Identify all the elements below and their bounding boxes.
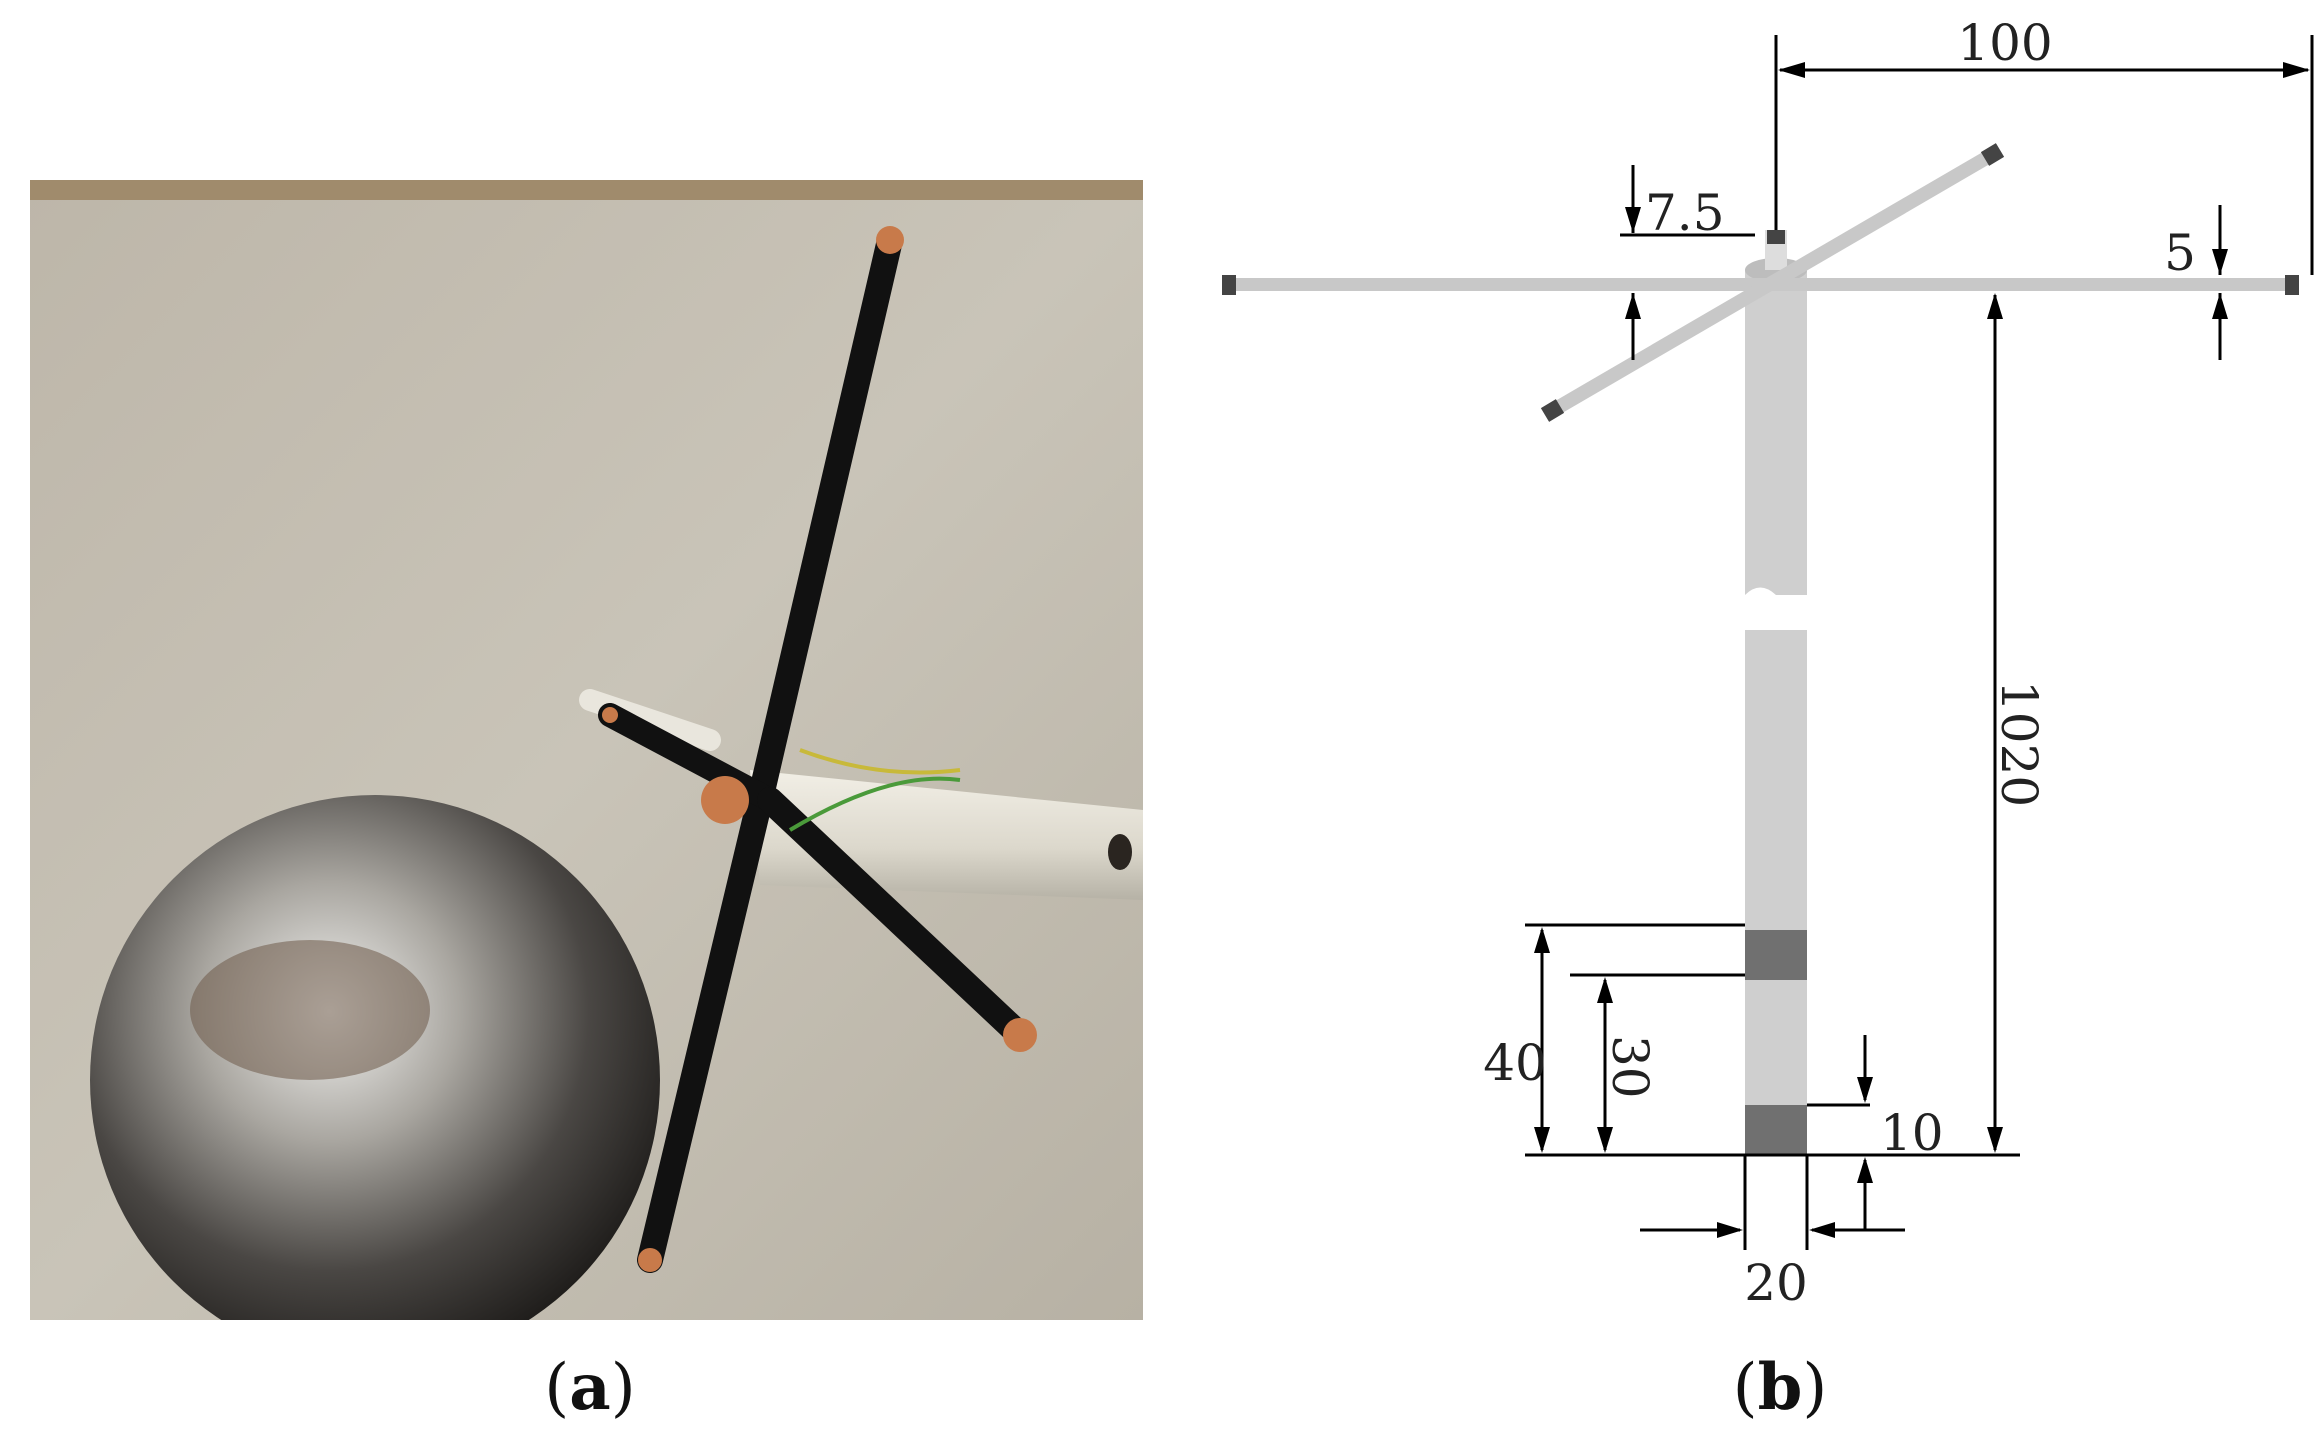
label-20: 20 (1744, 1254, 1808, 1312)
caption-a: (a) (544, 1350, 636, 1425)
diagonal-tip-low (1540, 399, 1565, 422)
copper-tip-right (1003, 1018, 1037, 1052)
arrowhead-10-down (1857, 1077, 1873, 1103)
label-100: 100 (1957, 14, 2052, 72)
arrowhead-20-left (1809, 1222, 1835, 1238)
label-5: 5 (2164, 224, 2196, 282)
vertical-tube-lower (1745, 630, 1807, 1155)
tube-break (1745, 587, 1807, 638)
diagonal-rod (1541, 143, 2004, 422)
arrowhead-7-5-down (1625, 207, 1641, 233)
arrowhead-5-down (2212, 249, 2228, 275)
label-7-5: 7.5 (1645, 184, 1725, 242)
arrowhead-100-right (2283, 62, 2310, 78)
arrowhead-20-right (1717, 1222, 1743, 1238)
arrowhead-30-up (1597, 977, 1613, 1003)
photo-panel (30, 180, 1143, 1320)
copper-tip-top (876, 226, 904, 254)
diagram-panel: 100 7.5 5 1020 40 30 10 20 (1222, 14, 2314, 1312)
copper-tip-left (602, 707, 618, 723)
arrowhead-100-left (1778, 62, 1805, 78)
tube-band-upper (1745, 930, 1807, 980)
arrowhead-1020-up (1987, 293, 2003, 319)
green-wire (788, 776, 961, 832)
vertical-tube-upper (1745, 270, 1807, 595)
yellow-wire (799, 748, 961, 775)
rod-tip-right (2285, 275, 2299, 295)
label-1020: 1020 (1990, 680, 2048, 807)
tube-band-lower (1745, 1105, 1807, 1155)
label-10: 10 (1880, 1104, 1944, 1162)
arrowhead-5-up (2212, 293, 2228, 319)
arrowhead-1020-down (1987, 1127, 2003, 1153)
copper-tip-bottom (638, 1248, 662, 1272)
arrowhead-10-up (1857, 1157, 1873, 1183)
caption-a-label: a (569, 1350, 611, 1425)
rod-right (757, 787, 1033, 1048)
rod-upper (747, 227, 903, 813)
rod-tip-left (1222, 275, 1236, 295)
sphere-reflection (190, 940, 430, 1080)
tube-top-tip (1767, 230, 1785, 244)
wood-edge (30, 180, 1143, 200)
arrowhead-40-down (1534, 1127, 1550, 1153)
caption-b: (b) (1732, 1350, 1828, 1425)
pipe-hole (1108, 834, 1132, 870)
arrowhead-40-up (1534, 927, 1550, 953)
label-40: 40 (1483, 1034, 1547, 1092)
caption-b-label: b (1757, 1350, 1803, 1425)
copper-tip-center (701, 776, 749, 824)
arrowhead-30-down (1597, 1127, 1613, 1153)
label-30: 30 (1601, 1035, 1659, 1099)
diagonal-tip-high (1980, 143, 2005, 166)
arrowhead-7-5-up (1625, 293, 1641, 319)
rod-lower (637, 787, 773, 1273)
